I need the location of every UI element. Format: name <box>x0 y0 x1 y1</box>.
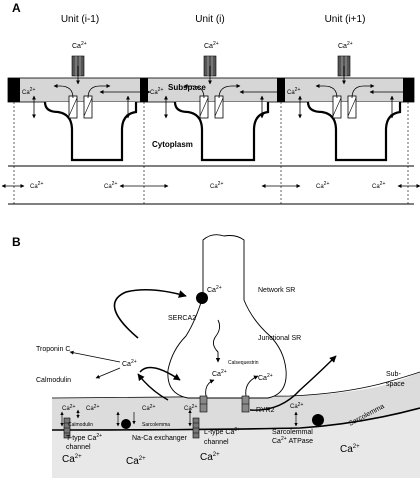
ca-label: Ca2+ <box>22 87 35 96</box>
panel-a: A Unit (i-1) Unit (i) Unit (i+1) Subspac… <box>1 1 420 205</box>
sarcolemmal-atpase <box>312 414 324 426</box>
ca-label: Ca2+ <box>338 41 353 50</box>
ca-label-large: Ca2+ <box>340 444 360 455</box>
ca-label: Ca2+ <box>30 181 43 190</box>
ryr2-channel <box>241 395 250 413</box>
ca-label-large: Ca2+ <box>200 452 220 463</box>
l-type-channel-b <box>192 417 200 439</box>
ca-label: Ca2+ <box>184 404 197 412</box>
sarcolemma-line <box>51 407 420 431</box>
subspace-label: Subspace <box>168 83 206 92</box>
ca-label-large: Ca2+ <box>62 454 82 465</box>
panel-a-label: A <box>12 1 21 15</box>
cytoplasm-label: Cytoplasm <box>152 140 193 149</box>
serca2-label: SERCA2 <box>168 315 196 322</box>
unit-label-i-minus-1: Unit (i-1) <box>61 14 99 25</box>
boundary-block <box>403 78 414 102</box>
network-sr <box>167 234 287 399</box>
ca-label: Ca2+ <box>372 181 385 190</box>
troponin-c-label: Troponin C <box>36 346 70 353</box>
serca2-pump <box>196 292 208 304</box>
ca-label: Ca2+ <box>287 87 300 96</box>
calmodulin-label: Calmodulin <box>36 377 71 384</box>
t-type-label: T-type Ca2+ <box>66 433 102 442</box>
ca-label: Ca2+ <box>210 181 223 190</box>
ca-label: Ca2+ <box>316 181 329 190</box>
ca-label: Ca2+ <box>207 285 222 294</box>
ca-label: Ca2+ <box>204 41 219 50</box>
ca-label: Ca2+ <box>150 87 163 96</box>
ca-label: Ca2+ <box>104 181 117 190</box>
panel-b-label: B <box>12 235 21 249</box>
sarcolemma-small-label: Sarcolemma <box>142 422 170 428</box>
junctional-sr-label: Junctional SR <box>258 335 301 342</box>
na-ca-exchanger-label: Na-Ca exchanger <box>132 435 188 442</box>
cytoplasm-lower <box>52 408 420 478</box>
boundary-block <box>277 78 285 102</box>
boundary-block <box>140 78 148 102</box>
t-type-label-2: channel <box>66 444 91 451</box>
atpase-label-1: Sarcolemmal <box>272 429 313 436</box>
ca-label: Ca2+ <box>142 404 155 412</box>
boundary-block <box>8 78 20 102</box>
uptake-arrow <box>113 288 187 339</box>
ryr2-label: RYR2 <box>256 407 275 414</box>
na-ca-exchanger <box>121 419 131 429</box>
ca-label: Ca2+ <box>212 369 227 378</box>
ca-label: Ca2+ <box>122 359 137 368</box>
l-type-label-2: channel <box>204 439 229 446</box>
unit-label-i: Unit (i) <box>195 14 224 25</box>
subspace-label-b-2: space <box>386 381 405 388</box>
subspace-label-b: Sub- <box>386 371 401 378</box>
ca-label-large: Ca2+ <box>126 456 146 467</box>
ca-label: Ca2+ <box>86 404 99 412</box>
atpase-label-2: Ca2+ATPase <box>272 436 313 445</box>
l-type-label: L-type Ca2+ <box>204 427 240 436</box>
ca-label: Ca2+ <box>258 373 273 382</box>
network-sr-label: Network SR <box>258 287 295 294</box>
ca-label: Ca2+ <box>290 402 303 410</box>
junctional-sr-unit-2 <box>173 101 270 162</box>
calsequestrin-label: Calsequestrin <box>228 360 259 366</box>
subspace-top-line <box>51 371 420 399</box>
panel-b: B Network SR Junctional SR Calsequestrin… <box>12 234 420 478</box>
unit-label-i-plus-1: Unit (i+1) <box>325 14 366 25</box>
calmodulin-small-label: Calmodulin <box>68 422 93 428</box>
ca-label: Ca2+ <box>72 41 87 50</box>
ca-label: Ca2+ <box>62 404 75 412</box>
ryr2-channel <box>199 395 208 413</box>
